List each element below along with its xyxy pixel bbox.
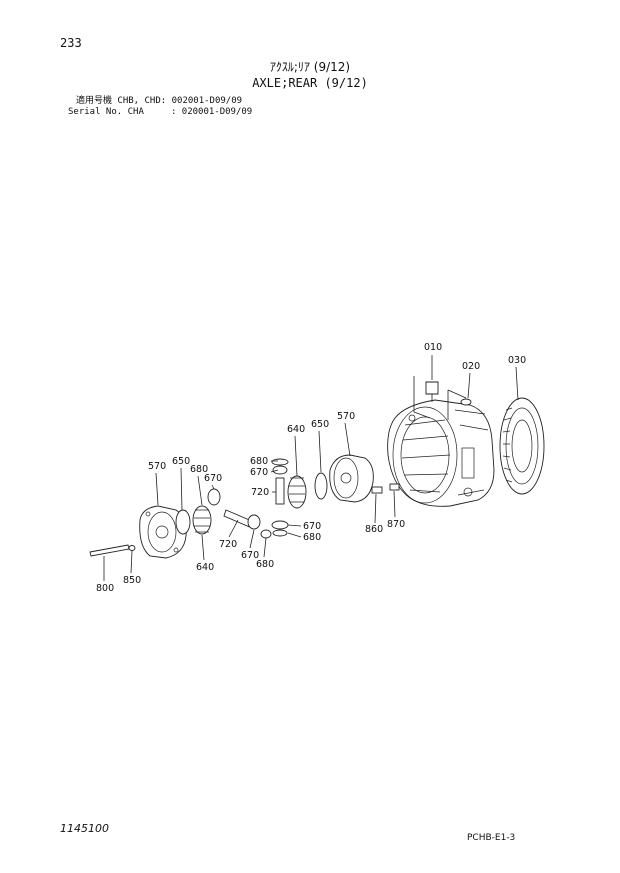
callout-800: 800 <box>96 583 114 594</box>
callout-640-left: 640 <box>196 562 214 573</box>
differential-case-left <box>139 505 187 559</box>
callout-670-left: 670 <box>204 473 222 484</box>
page-number: 233 <box>60 36 82 50</box>
callout-030: 030 <box>508 355 526 366</box>
pinion-left <box>207 488 221 506</box>
title-english: AXLE;REAR (9/12) <box>252 76 368 90</box>
callout-670-c: 670 <box>241 550 259 561</box>
spider-and-pinions <box>271 458 289 537</box>
pin-860 <box>371 486 383 494</box>
bolt-and-washer <box>413 376 472 420</box>
callout-640-right: 640 <box>287 424 305 435</box>
differential-case-right <box>329 454 374 503</box>
callout-870: 870 <box>387 519 405 530</box>
callout-850: 850 <box>123 575 141 586</box>
callout-680-a: 680 <box>250 456 268 467</box>
callout-650-right: 650 <box>311 419 329 430</box>
thrust-washer-right <box>314 472 328 500</box>
spider-shaft-left <box>223 509 272 539</box>
callout-570-right: 570 <box>337 411 355 422</box>
document-number: 1145100 <box>60 822 109 835</box>
serial-number-line: Serial No. CHA : 020001-D09/09 <box>68 107 253 117</box>
bolt-800 <box>89 544 136 557</box>
callout-860: 860 <box>365 524 383 535</box>
serial-applicability-line: 適用号機 CHB, CHD: 002001-D09/09 <box>76 96 243 106</box>
title-japanese: ｱｸｽﾙ;ﾘｱ (9/12) <box>269 60 351 74</box>
catalog-code: PCHB-E1-3 <box>467 833 516 843</box>
callout-570-left: 570 <box>148 461 166 472</box>
callout-670-a: 670 <box>250 467 268 478</box>
pin-870 <box>389 483 400 491</box>
callout-680-b: 680 <box>303 532 321 543</box>
ring-gear <box>499 397 545 495</box>
callout-720-left: 720 <box>219 539 237 550</box>
callout-720-a: 720 <box>251 487 269 498</box>
callout-680-c: 680 <box>256 559 274 570</box>
callout-680-left: 680 <box>190 464 208 475</box>
callout-670-b: 670 <box>303 521 321 532</box>
callout-020: 020 <box>462 361 480 372</box>
leader-lines <box>103 355 519 581</box>
callout-650-left: 650 <box>172 456 190 467</box>
differential-housing <box>387 399 495 507</box>
thrust-washer-left <box>175 509 191 535</box>
side-gear-right <box>287 475 307 509</box>
callout-010: 010 <box>424 342 442 353</box>
side-gear-left <box>192 505 212 535</box>
